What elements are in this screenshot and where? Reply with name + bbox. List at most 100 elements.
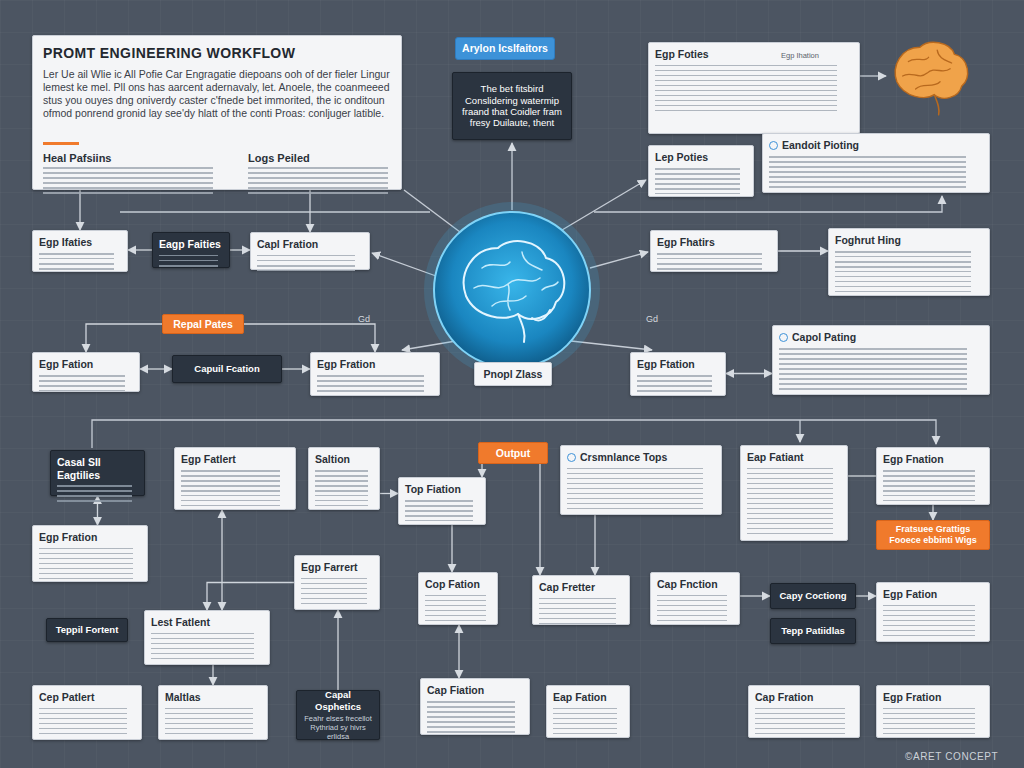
line-label: Gd (358, 314, 370, 324)
accent-bar (43, 142, 79, 145)
brain-illustration (464, 241, 565, 342)
node-heading: Egp Fration (317, 358, 433, 371)
text-lines (883, 470, 975, 502)
highlight-box: Output (478, 442, 548, 464)
process-box: Egp Fation (876, 582, 990, 642)
title-pill: Arylon Icslfaitors (455, 37, 555, 60)
connector (856, 595, 876, 596)
node-heading: Egp Ifaties (39, 236, 121, 249)
node-heading: Lep Poties (655, 151, 747, 164)
text-lines (657, 253, 762, 271)
node-heading: Cap Fration (755, 691, 853, 704)
node-heading: Capol Pating (779, 331, 983, 344)
connector (282, 368, 310, 369)
text-lines (779, 348, 967, 392)
text-lines (165, 708, 253, 738)
node-heading: Fratsuee Grattigs Fooece ebbinti Wigs (881, 524, 985, 546)
process-box: Cep Patlert (32, 685, 142, 740)
dark-box: Capy Coctiong (770, 583, 856, 609)
leader-line (404, 190, 460, 232)
node-heading: Cep Patlert (39, 691, 135, 704)
text-lines (747, 468, 833, 538)
connector (539, 464, 540, 575)
connector (726, 373, 772, 374)
node-heading: Repal Pates (173, 318, 233, 331)
text-lines (769, 156, 966, 188)
node-heading: Eap Fation (553, 691, 623, 704)
node-heading: Cop Fation (425, 578, 491, 591)
connector (230, 249, 250, 250)
node-heading: Output (496, 447, 530, 460)
text-lines (553, 708, 617, 736)
node-heading: Lest Fatlent (151, 616, 263, 629)
leader-line (511, 143, 512, 210)
process-box: Egp Fnation (876, 447, 990, 505)
node-heading: Egp Fration (883, 691, 983, 704)
text-lines (39, 253, 114, 271)
text-lines (39, 375, 125, 391)
text-lines (159, 255, 218, 267)
process-box: Lep Poties (648, 145, 754, 197)
node-heading: Capuil Fcation (194, 363, 259, 374)
node-heading: The bet fitsbird Conslidering watermip f… (457, 83, 567, 129)
dark-box: Capal OspheticsFeahr elses frecellot Ryt… (296, 690, 380, 740)
process-box: Egp Fration (310, 352, 440, 396)
line-label: Gd (646, 314, 658, 324)
process-box: Egp Fration (876, 685, 990, 738)
process-box: Capol Pating (772, 325, 990, 395)
text-lines (425, 595, 486, 623)
process-box: Top Fiation (398, 477, 486, 525)
process-box: Eandoit Pioting (762, 133, 990, 193)
process-box: Foghrut Hing (828, 228, 990, 296)
connector-layer (80, 190, 933, 690)
node-heading: Egp Fatlert (181, 453, 289, 466)
node-heading: Capal Osphetics (301, 689, 375, 712)
connector (481, 464, 482, 477)
node-heading: Egp Fnation (883, 453, 983, 466)
glow-ring (424, 202, 600, 378)
connector (451, 525, 452, 572)
highlight-box: Fratsuee Grattigs Fooece ebbinti Wigs (876, 520, 990, 550)
process-box: Egp Ifaties (32, 230, 128, 272)
node-heading: Eandoit Pioting (769, 139, 983, 152)
text-lines (57, 485, 132, 503)
text-lines (655, 65, 837, 115)
text-lines (755, 708, 845, 736)
connector (207, 583, 294, 611)
node-heading: PROMT ENGINEERING WORKFLOW (43, 45, 393, 62)
text-lines (657, 595, 727, 623)
node-heading: Egp Farrert (301, 561, 373, 574)
node-text: Logs Peiled (248, 152, 398, 165)
process-box: Eap Fation (546, 685, 630, 738)
brain-icon (895, 42, 967, 115)
node-heading: Eap Fatiant (747, 451, 841, 464)
dark-box: Capuil Fcation (172, 355, 282, 383)
node-heading: Cap Fnction (657, 578, 733, 591)
process-box: Egp Fration (32, 525, 148, 582)
leader-line (562, 180, 646, 230)
node-heading: Egp Fation (883, 588, 983, 601)
text-lines (405, 500, 473, 524)
process-box: Cap Fretter (532, 575, 630, 625)
text-lines (315, 470, 368, 508)
node-heading: Pnopl Zlass (484, 368, 543, 381)
text-lines (883, 708, 975, 736)
leader-line (799, 420, 800, 442)
connector (778, 250, 828, 251)
process-box: Cap Fration (748, 685, 860, 738)
node-heading: Cap Fiation (427, 684, 523, 697)
connector (740, 595, 770, 596)
node-heading: Tepp Patiidlas (781, 625, 845, 636)
dark-box: Eagp Faities (152, 232, 230, 268)
process-box: Egp Ftation (630, 352, 726, 396)
leader-line (594, 196, 942, 212)
process-box: Pnopl Zlass (474, 362, 552, 386)
text-lines (567, 468, 703, 512)
connector (86, 324, 162, 352)
text-lines (539, 598, 616, 624)
node-heading: Casal SIl Eagtilies (57, 456, 138, 481)
dark-box: The bet fitsbird Conslidering watermip f… (452, 72, 572, 140)
leader-line (590, 252, 648, 268)
node-heading: Egp Fhatirs (657, 236, 771, 249)
